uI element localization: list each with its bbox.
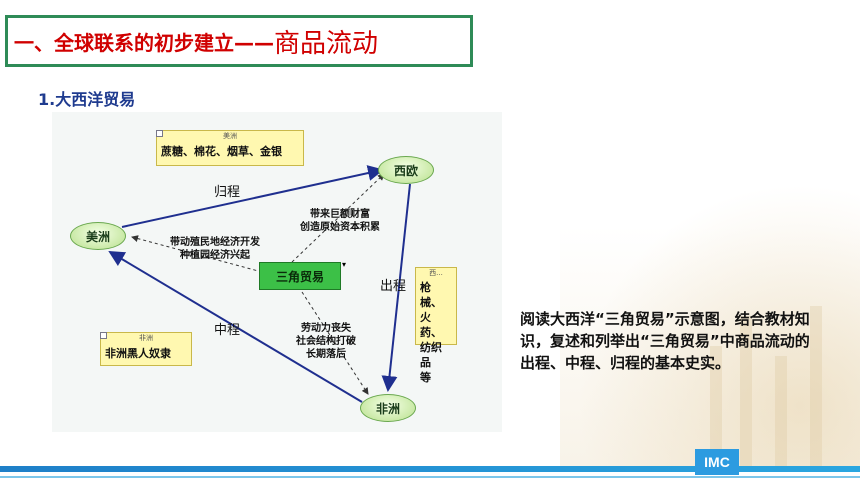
title-main: 商品流动 [274,28,379,59]
note-line: 火药、 [420,311,442,339]
effect-line: 长期落后 [306,349,346,360]
reading-prompt: 阅读大西洋“三角贸易”示意图，结合教材知识，复述和列举出“三角贸易”中商品流动的… [520,310,810,372]
diagram-arrows [108,165,411,403]
note-close-icon[interactable] [156,130,163,137]
center-triangle-trade[interactable]: 三角贸易 [259,262,341,290]
effect-africa: 劳动力丧失 社会结构打破 长期落后 [296,322,356,361]
return-route-arrow [121,165,384,228]
note-text: 蔗糖、棉花、烟草、金银 [161,145,282,158]
dropdown-icon[interactable]: ▾ [342,260,347,269]
footer-bar [0,466,860,472]
title-prefix: 一、全球联系的初步建立—— [14,30,274,55]
note-text: 非洲黑人奴隶 [105,347,171,360]
effect-line: 创造原始资本积累 [300,222,380,233]
title-box: 一、全球联系的初步建立—— 商品流动 [5,15,473,67]
outbound-route-arrow [381,183,411,392]
effect-americas-arrow [131,235,263,273]
label-middle-route: 中程 [214,323,241,338]
effect-line: 带动殖民地经济开发 [170,237,260,248]
note-text: 枪械、 火药、 纺织品 等 [416,278,456,387]
triangle-trade-diagram: 美洲 蔗糖、棉花、烟草、金银 西... 枪械、 火药、 纺织品 等 非洲 非洲黑… [52,112,502,432]
label-outbound-route: 出程 [380,279,407,294]
note-caption: 美洲 [223,132,237,140]
effect-line: 种植园经济兴起 [180,250,250,261]
note-line: 等 [420,371,431,384]
effect-africa-arrow [301,291,369,395]
effect-line: 带来巨额财富 [310,209,370,220]
note-close-icon[interactable] [100,332,107,339]
note-europe-goods: 西... 枪械、 火药、 纺织品 等 [415,267,457,384]
effect-line: 社会结构打破 [296,336,356,347]
node-africa[interactable]: 非洲 [360,394,416,422]
middle-route-arrow [108,250,363,403]
effect-line: 劳动力丧失 [301,323,351,334]
section-heading: 1.大西洋贸易 [38,90,136,109]
footer-bar-line [0,476,860,478]
note-line: 枪械、 [420,281,442,309]
effect-europe: 带来巨额财富 创造原始资本积累 [300,208,380,234]
node-west-europe[interactable]: 西欧 [378,156,434,184]
node-americas[interactable]: 美洲 [70,222,126,250]
label-return-route: 归程 [214,185,241,200]
note-caption: 非洲 [139,334,153,342]
effect-americas: 带动殖民地经济开发 种植园经济兴起 [170,236,260,262]
note-caption: 西... [429,269,443,277]
imc-logo: IMC [695,449,739,475]
note-americas-goods: 美洲 蔗糖、棉花、烟草、金银 [156,130,304,166]
note-africa-goods: 非洲 非洲黑人奴隶 [100,332,192,366]
note-line: 纺织品 [420,341,442,369]
